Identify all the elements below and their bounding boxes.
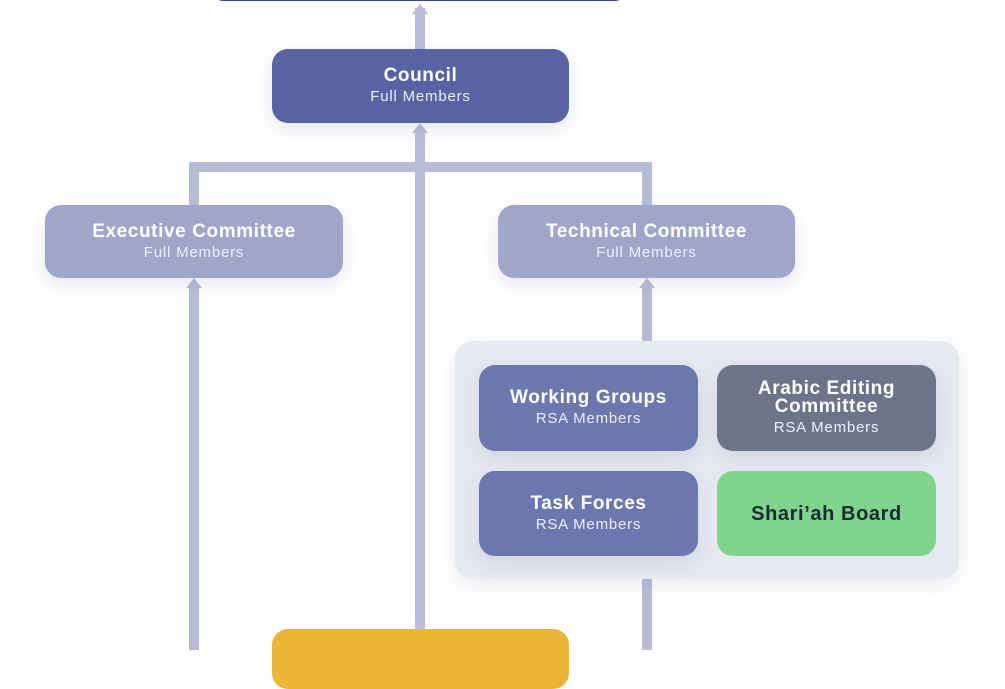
arrowhead-council xyxy=(412,123,428,133)
technical-committee-title: Technical Committee xyxy=(545,220,748,242)
arabic-editing-subtitle: RSA Members xyxy=(773,419,880,436)
connector-horizontal-bar xyxy=(189,162,652,172)
connector-lines xyxy=(186,4,655,650)
task-forces-node: Task Forces RSA Members xyxy=(479,471,698,556)
connector-exec-up xyxy=(189,287,199,650)
bottom-node xyxy=(272,629,569,689)
top-node xyxy=(213,0,625,1)
shariah-board-title: Shari’ah Board xyxy=(751,502,902,525)
arrowhead-top xyxy=(412,4,428,14)
executive-committee-node: Executive Committee Full Members xyxy=(45,205,343,278)
connector-drop-exec xyxy=(189,162,199,206)
working-groups-title: Working Groups xyxy=(510,387,667,408)
task-forces-subtitle: RSA Members xyxy=(535,515,642,533)
connector-council-to-top xyxy=(415,8,425,50)
arabic-editing-title-line1: Arabic Editing xyxy=(757,378,896,399)
connector-tech-up xyxy=(642,287,652,343)
shariah-board-node: Shari’ah Board xyxy=(717,471,936,556)
council-node: Council Full Members xyxy=(272,49,569,123)
working-groups-subtitle: RSA Members xyxy=(535,410,642,427)
arrowhead-tech xyxy=(639,278,655,288)
technical-committee-subtitle: Full Members xyxy=(596,243,697,261)
arabic-editing-committee-node: Arabic Editing Committee RSA Members xyxy=(717,365,936,451)
council-subtitle: Full Members xyxy=(370,88,471,105)
executive-committee-title: Executive Committee xyxy=(92,220,296,242)
connector-drop-tech xyxy=(642,162,652,206)
task-forces-title: Task Forces xyxy=(530,492,647,514)
connector-spine xyxy=(415,132,425,630)
council-title: Council xyxy=(383,65,458,86)
executive-committee-subtitle: Full Members xyxy=(143,243,245,261)
technical-committee-node: Technical Committee Full Members xyxy=(498,205,795,278)
connector-panel-down xyxy=(642,578,652,650)
working-groups-node: Working Groups RSA Members xyxy=(479,365,698,451)
arabic-editing-title-line2: Committee xyxy=(774,396,879,417)
arrowhead-exec xyxy=(186,278,202,288)
